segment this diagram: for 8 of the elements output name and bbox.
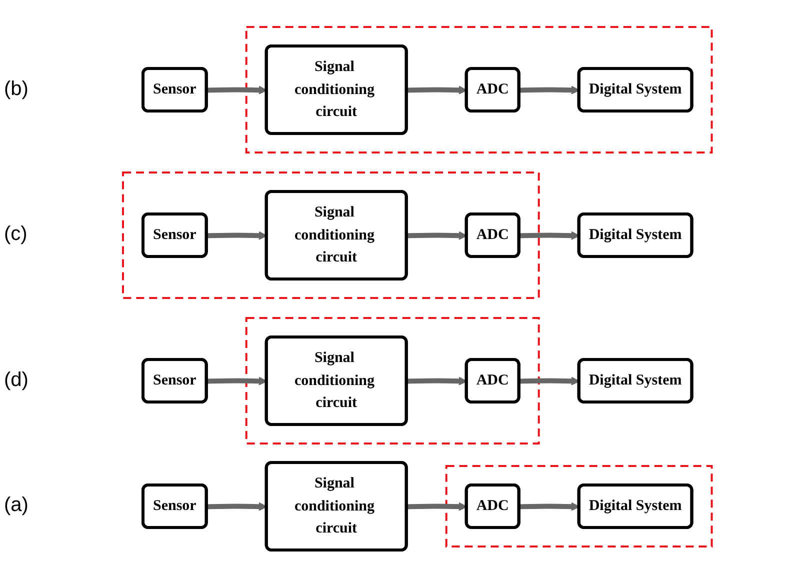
cluster — [244, 316, 540, 444]
cluster — [244, 26, 712, 153]
cluster — [444, 464, 712, 547]
row-label: (b) — [4, 78, 28, 101]
row-label: (c) — [4, 223, 28, 246]
row-label: (a) — [4, 494, 28, 518]
cluster — [122, 171, 540, 298]
row-label: (d) — [4, 368, 28, 392]
